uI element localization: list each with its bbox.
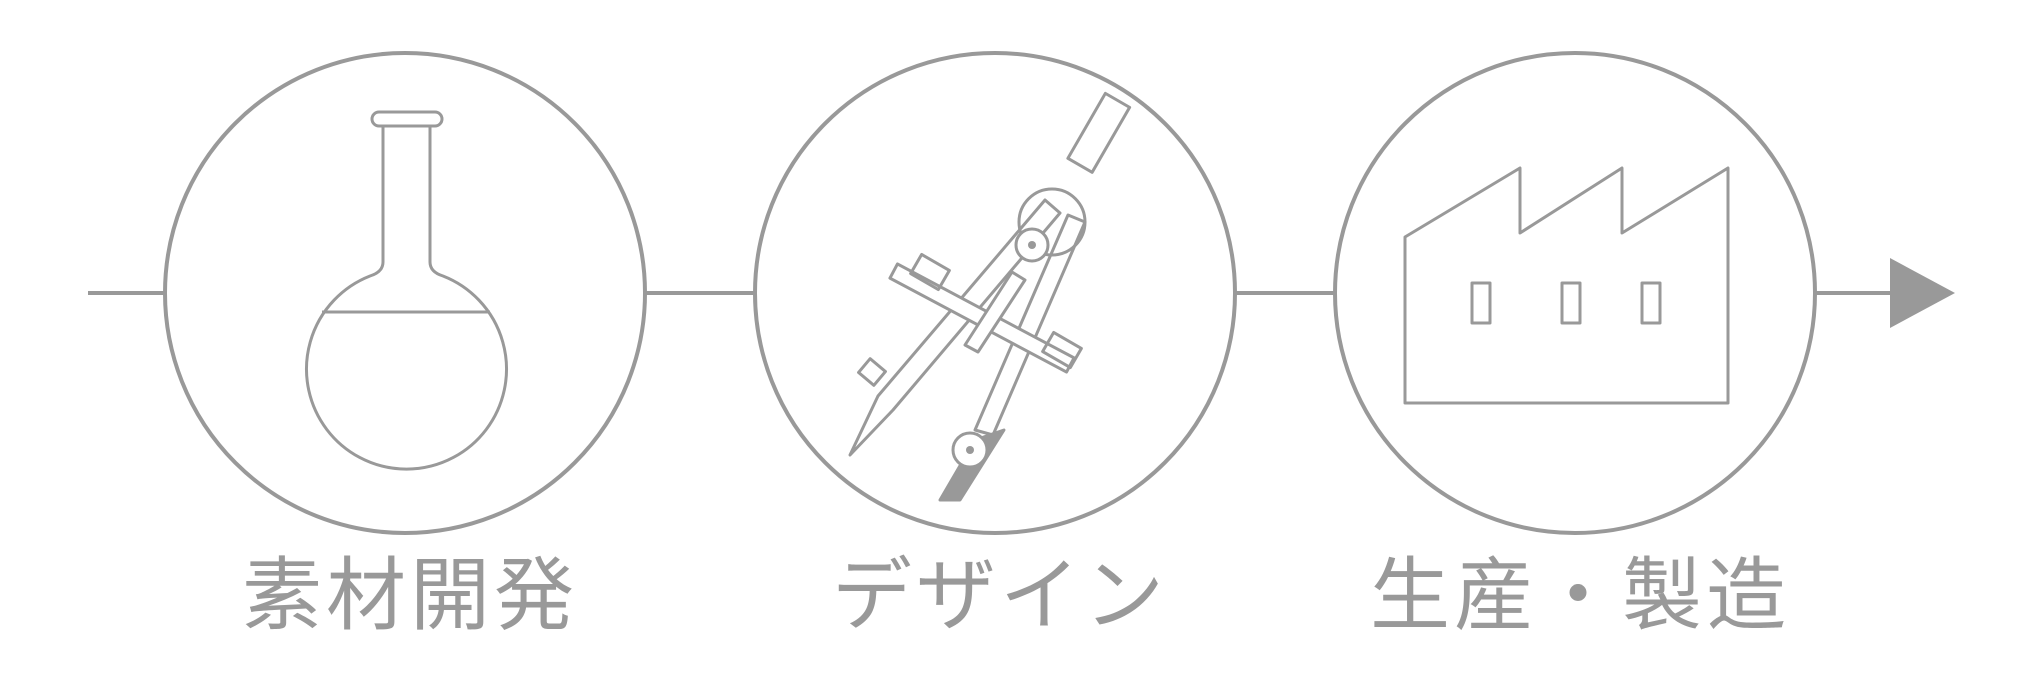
flask-icon: [305, 110, 508, 471]
stage-circle-design: [753, 51, 1237, 535]
stage-label-production: 生産・製造: [1370, 549, 1790, 642]
stage-label-materials: 素材開発: [242, 549, 578, 642]
stage-circle-production: [1333, 51, 1817, 535]
stage-label-design: デザイン: [832, 549, 1168, 642]
stage-circle-materials: [163, 51, 647, 535]
factory-icon: [1403, 166, 1730, 405]
compass-icon: [848, 91, 1132, 502]
arrow-head-icon: [1890, 258, 1955, 328]
